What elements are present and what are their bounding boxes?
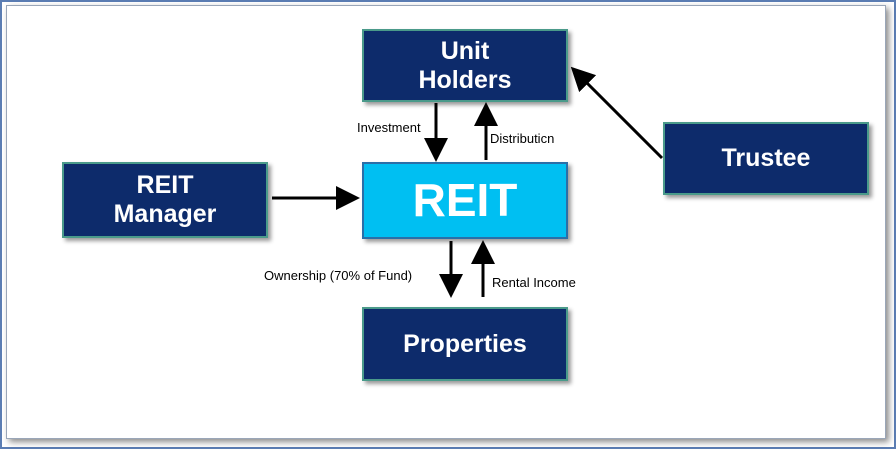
rental-income-label: Rental Income (492, 275, 576, 290)
trustee-box: Trustee (663, 122, 869, 195)
properties-box: Properties (362, 307, 568, 381)
ownership-label: Ownership (70% of Fund) (264, 268, 413, 283)
unit-holders-box: Unit Holders (362, 29, 568, 102)
reit-manager-box: REIT Manager (62, 162, 268, 238)
investment-label: Investment (357, 120, 421, 135)
reit-box: REIT (362, 162, 568, 239)
distribution-label: Distributicn (490, 131, 555, 146)
trustee-to-unit-holders-arrow (570, 66, 664, 160)
